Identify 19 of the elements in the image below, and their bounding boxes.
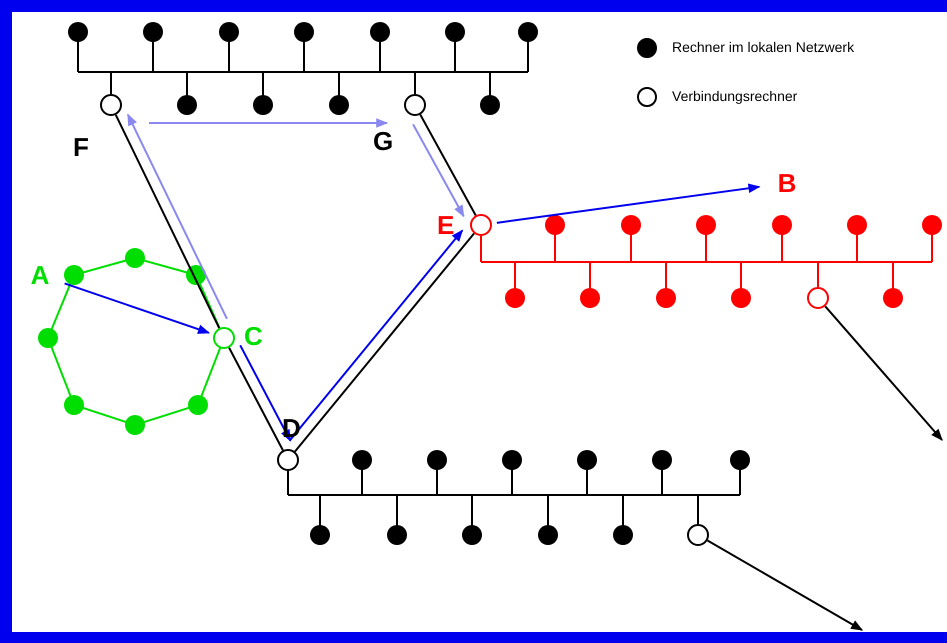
- arrow: [496, 184, 760, 224]
- network-label: A: [30, 261, 50, 289]
- arrow: [412, 124, 465, 218]
- arrow: [149, 118, 388, 128]
- legend-text: Rechner im lokalen Netzwerk: [672, 39, 854, 55]
- connection-line: [114, 114, 220, 329]
- connection-line: [228, 347, 284, 451]
- node-label: F: [73, 133, 89, 161]
- arrow: [824, 306, 943, 441]
- arrow: [239, 344, 292, 442]
- network-label: B: [778, 169, 796, 197]
- connection-line: [419, 114, 477, 216]
- legend-text: Verbindungsrechner: [672, 88, 798, 104]
- arrow: [64, 282, 210, 334]
- node-label: E: [437, 211, 454, 239]
- node-label: G: [373, 127, 394, 155]
- arrow: [126, 114, 228, 320]
- node-label: C: [244, 322, 263, 350]
- arrow: [707, 540, 864, 631]
